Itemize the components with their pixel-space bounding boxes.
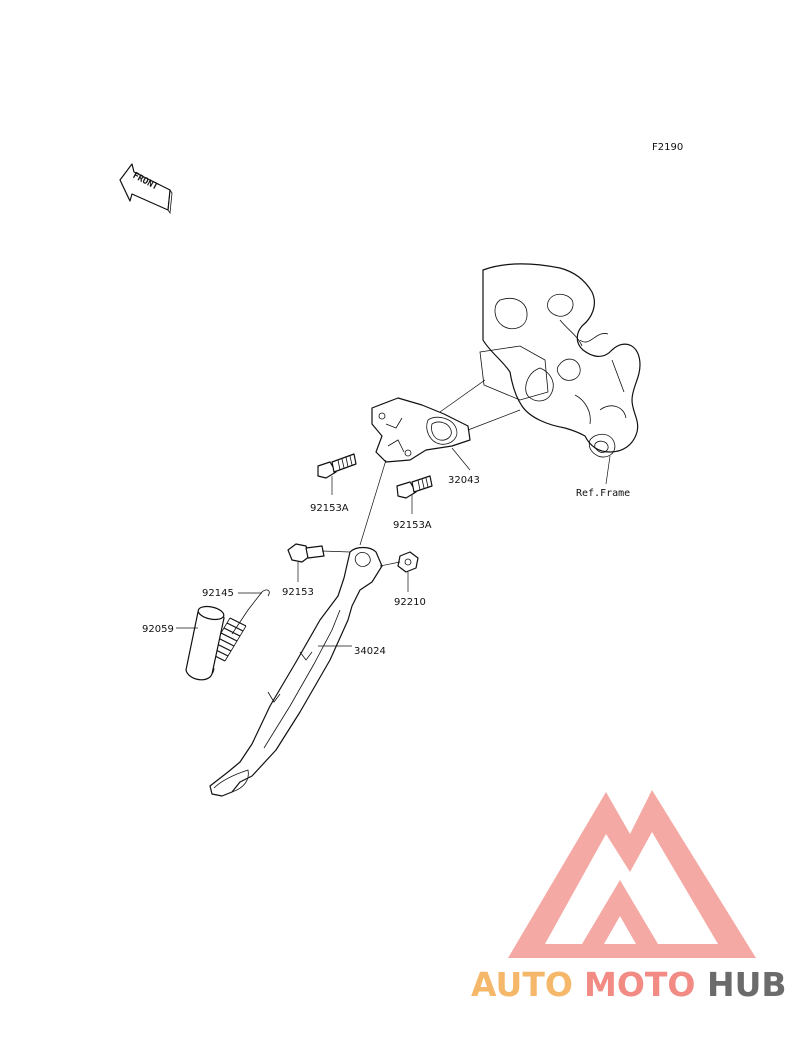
frame-reference xyxy=(479,263,641,458)
front-arrow-icon: FRONT xyxy=(119,163,173,215)
side-stand xyxy=(209,546,383,797)
diagram-code: F2190 xyxy=(652,142,683,153)
label-34024: 34024 xyxy=(354,646,386,657)
label-92153a-left: 92153A xyxy=(310,503,349,514)
label-92153: 92153 xyxy=(282,587,314,598)
bolt-92153a-right xyxy=(396,475,433,499)
label-92059: 92059 xyxy=(142,624,174,635)
watermark-auto: AUTO xyxy=(471,965,573,1004)
watermark-moto: MOTO xyxy=(584,965,695,1004)
bolt-92153a-left xyxy=(317,453,357,479)
ref-frame-label: Ref.Frame xyxy=(576,488,630,499)
leader-lines xyxy=(176,379,611,647)
side-stand-bracket xyxy=(371,397,471,463)
nut-92210 xyxy=(397,551,419,573)
watermark-hub: HUB xyxy=(707,965,787,1004)
label-92153a-right: 92153A xyxy=(393,520,432,531)
label-32043: 32043 xyxy=(448,475,480,486)
sleeve-92059 xyxy=(185,605,225,681)
label-92210: 92210 xyxy=(394,597,426,608)
watermark-logo: AUTO MOTO HUB xyxy=(471,790,787,1004)
label-92145: 92145 xyxy=(202,588,234,599)
bolt-92153 xyxy=(287,543,325,563)
